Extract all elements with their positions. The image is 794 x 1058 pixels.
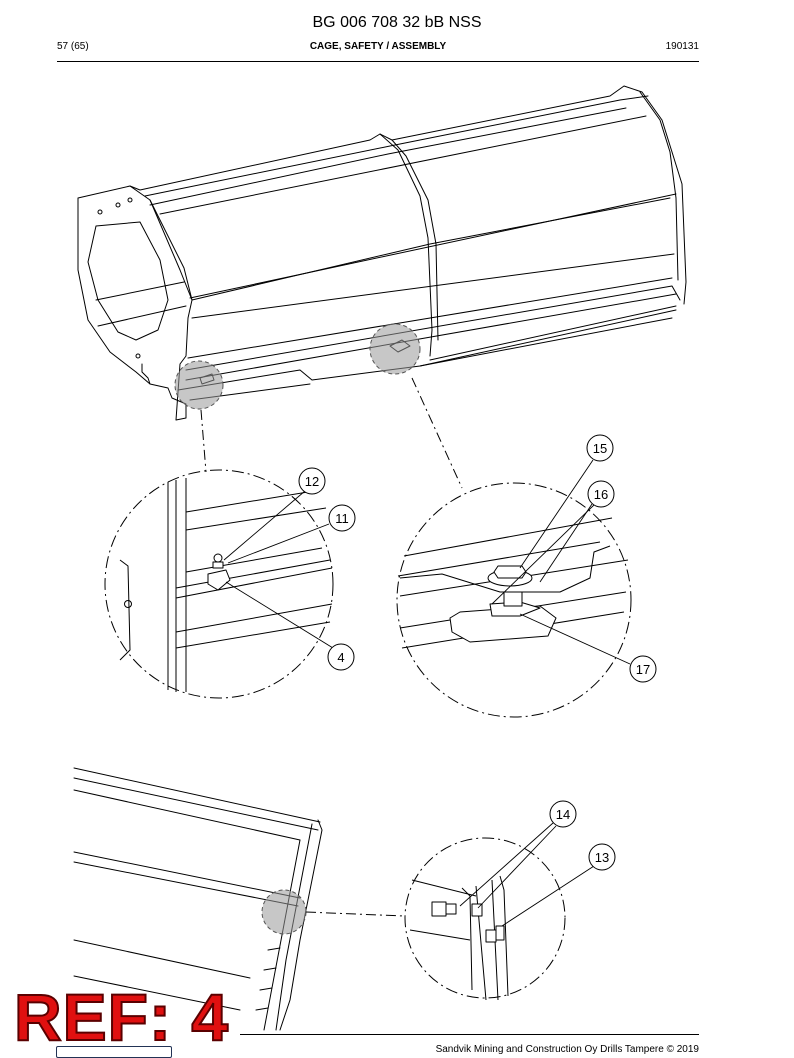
detail-spot-bottom	[261, 889, 307, 935]
callout-13: 13	[588, 843, 616, 871]
callout-14: 14	[549, 800, 577, 828]
footer-copyright: Sandvik Mining and Construction Oy Drill…	[435, 1044, 699, 1055]
callout-12: 12	[298, 467, 326, 495]
detail-circle-bottom	[404, 837, 566, 999]
page-number: 57 (65)	[57, 41, 89, 52]
cage-end-frame	[77, 185, 193, 421]
detail-spot-left	[174, 360, 224, 410]
lower-panel	[73, 767, 321, 823]
detail-circle-middle	[396, 482, 632, 718]
section-title: CAGE, SAFETY / ASSEMBLY	[309, 41, 447, 52]
svg-text:17: 17	[636, 662, 650, 677]
detail-circle-left	[104, 469, 334, 699]
svg-text:12: 12	[305, 474, 319, 489]
svg-text:13: 13	[595, 850, 609, 865]
svg-text:4: 4	[337, 650, 344, 665]
header-divider	[57, 61, 699, 62]
document-date: 190131	[665, 41, 699, 52]
svg-text:14: 14	[556, 807, 570, 822]
cage-top-rail	[129, 85, 687, 305]
footer-divider	[240, 1034, 699, 1035]
cage-end-frame-inner	[87, 221, 169, 341]
callout-4: 4	[327, 643, 355, 671]
document-title: BG 006 708 32 bB NSS	[312, 14, 482, 31]
svg-text:11: 11	[335, 511, 349, 526]
callout-17: 17	[629, 655, 657, 683]
callout-16: 16	[587, 480, 615, 508]
callout-15: 15	[586, 434, 614, 462]
svg-text:16: 16	[594, 487, 608, 502]
cage-middle-hoop	[379, 133, 433, 357]
reference-stamp: REF: 4	[13, 980, 230, 1054]
callout-11: 11	[328, 504, 356, 532]
svg-text:15: 15	[593, 441, 607, 456]
detail-spot-middle	[369, 323, 421, 375]
